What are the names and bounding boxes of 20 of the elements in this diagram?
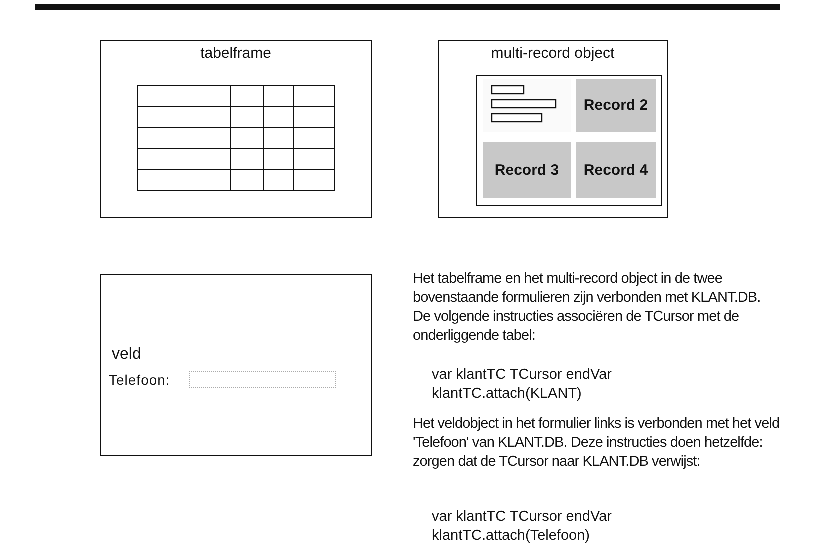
record-label: Record 4 <box>584 162 648 178</box>
body-paragraph: Het tabelframe en het multi-record object in de twee bovenstaande formulieren zijn verbonden met KLANT.DB. De volgende instructies associëren de TCursor met de onderliggende tabel: <box>413 270 762 346</box>
code-line: klantTC.attach(KLANT) <box>432 385 582 404</box>
field-label: Telefoon: <box>109 372 170 388</box>
body-paragraph: Het veldobject in het formulier links is verbonden met het veld 'Telefoon' van KLANT.DB. Deze instructies doen hetzelfde: zorgen dat de TCursor naar KLANT.DB verwijst: <box>413 415 781 472</box>
form-title: tabelframe <box>200 45 272 62</box>
form-title: multi-record object <box>490 45 616 62</box>
form-panel <box>100 40 372 218</box>
record-panel <box>483 142 571 198</box>
record-label: Record 3 <box>494 162 560 178</box>
code-line: var klantTC TCursor endVar <box>432 508 612 527</box>
field-caption: veld <box>112 346 142 364</box>
record-panel <box>576 79 656 132</box>
code-line: var klantTC TCursor endVar <box>432 366 612 385</box>
code-line: klantTC.attach(Telefoon) <box>432 527 590 546</box>
record-panel <box>483 79 571 132</box>
record-panel <box>576 142 656 198</box>
form-panel <box>100 274 372 456</box>
form-panel <box>438 40 668 218</box>
record-label: Record 2 <box>584 97 648 114</box>
